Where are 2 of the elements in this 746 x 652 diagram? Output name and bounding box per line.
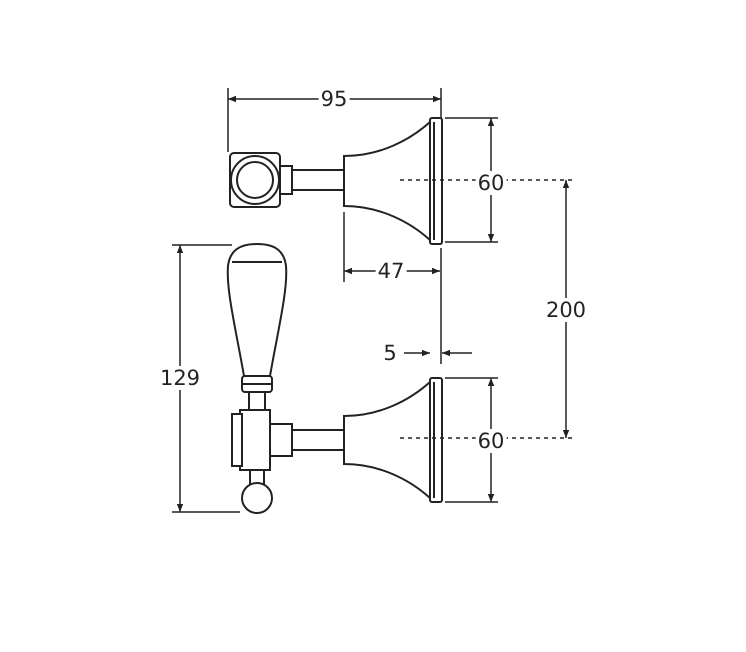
dimension-label: 60 xyxy=(476,171,506,195)
dimension-label: 60 xyxy=(476,429,506,453)
